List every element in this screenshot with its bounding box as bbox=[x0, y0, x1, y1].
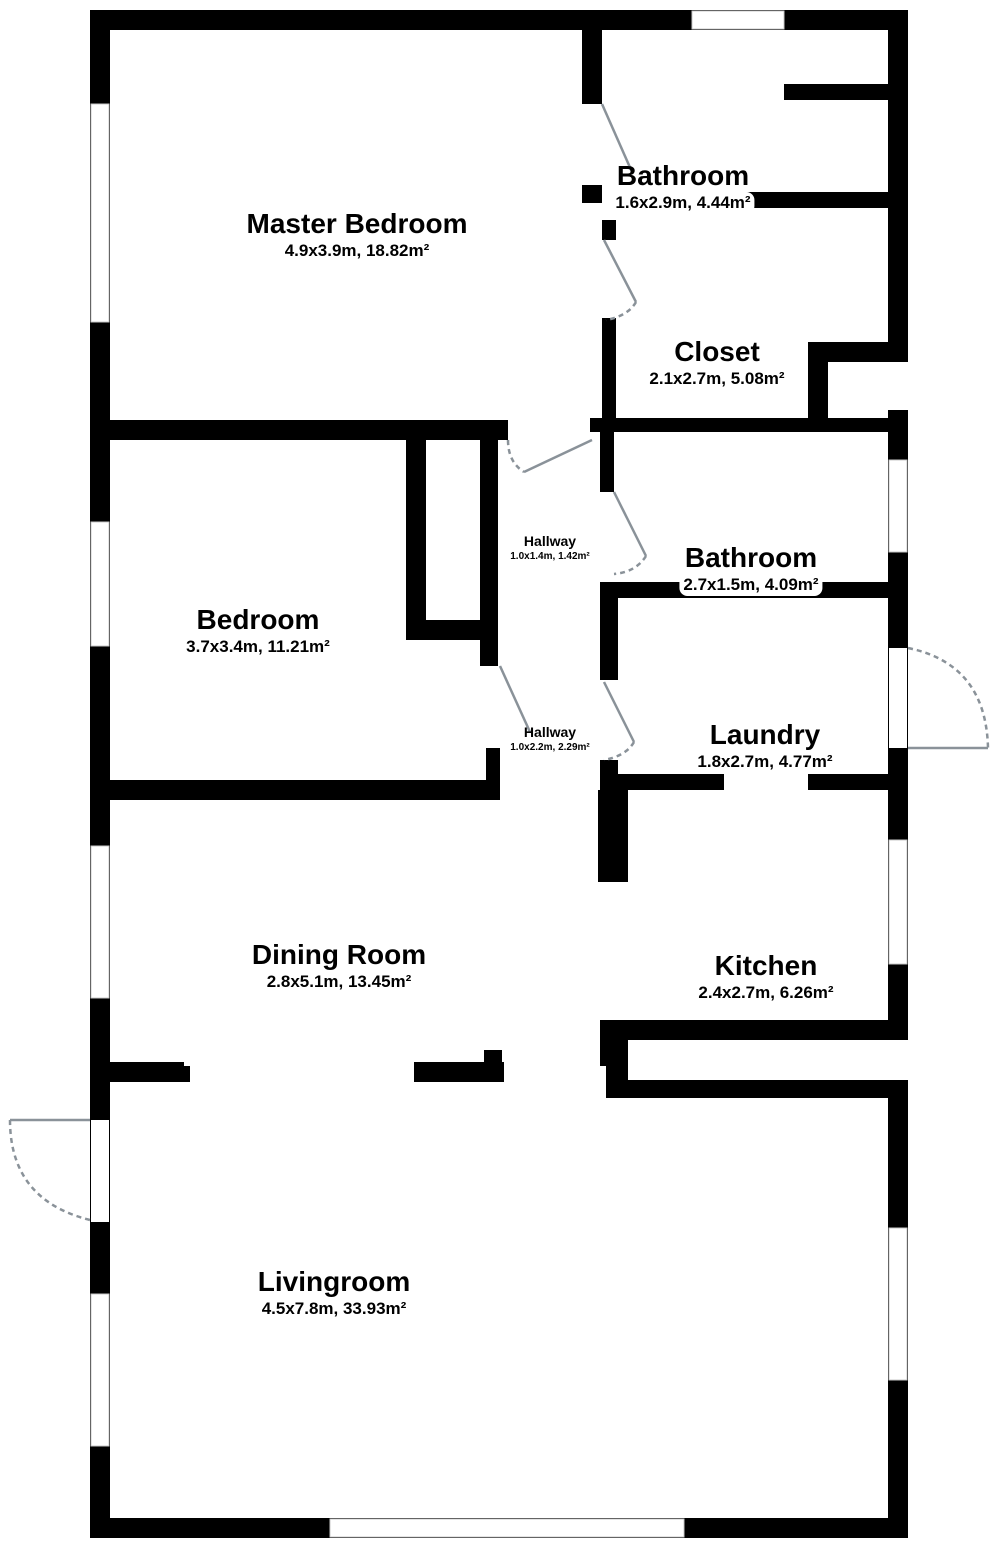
wall-laundry-left bbox=[600, 598, 618, 680]
wall-bedroom-closet-right bbox=[480, 432, 498, 666]
walls bbox=[90, 10, 908, 1538]
room-hallway-2: Hallway 1.0x2.2m, 2.29m² bbox=[508, 723, 592, 754]
door-laundry bbox=[602, 681, 636, 743]
wall-dining-stub-left bbox=[90, 1062, 184, 1082]
door-bath2-swing bbox=[613, 555, 648, 576]
door-front-swing bbox=[8, 1119, 91, 1222]
door-closet bbox=[602, 239, 638, 303]
window-living-door-opening bbox=[91, 1120, 109, 1222]
window-kitchen-right bbox=[888, 839, 908, 965]
room-name: Bedroom bbox=[196, 604, 320, 635]
room-name: Bathroom bbox=[616, 160, 750, 191]
wall-kitchen-pillar bbox=[598, 790, 628, 882]
room-kitchen: Kitchen 2.4x2.7m, 6.26m² bbox=[698, 950, 833, 1004]
wall-laundry-bottom-left bbox=[600, 774, 724, 790]
windows bbox=[90, 10, 908, 1538]
room-livingroom: Livingroom 4.5x7.8m, 33.93m² bbox=[258, 1266, 410, 1320]
room-dining-room: Dining Room 2.8x5.1m, 13.45m² bbox=[252, 939, 426, 993]
window-laundry-door-opening bbox=[889, 648, 907, 748]
door-laundry-swing bbox=[603, 741, 636, 762]
wall-kitchen-bottom bbox=[600, 1020, 908, 1040]
wall-top bbox=[90, 10, 908, 30]
wall-bedroom-bottom bbox=[90, 780, 500, 800]
wall-right-upper bbox=[888, 10, 908, 362]
window-living-bottom bbox=[329, 1518, 685, 1538]
room-dims: 1.8x2.7m, 4.77m² bbox=[693, 751, 837, 773]
room-dims: 2.8x5.1m, 13.45m² bbox=[266, 972, 412, 991]
window-living-left bbox=[90, 1293, 110, 1447]
room-name: Closet bbox=[674, 336, 760, 367]
wall-living-top-right bbox=[606, 1080, 908, 1098]
window-master-left bbox=[90, 103, 110, 323]
room-hallway-1: Hallway 1.0x1.4m, 1.42m² bbox=[508, 532, 592, 563]
room-dims: 4.5x7.8m, 33.93m² bbox=[261, 1299, 407, 1318]
room-master-bedroom: Master Bedroom 4.9x3.9m, 18.82m² bbox=[247, 208, 468, 262]
wall-bath1-shelf bbox=[784, 84, 908, 100]
room-laundry: Laundry 1.8x2.7m, 4.77m² bbox=[693, 719, 837, 773]
room-dims: 2.4x2.7m, 6.26m² bbox=[698, 983, 834, 1002]
wall-closet-notch-side bbox=[808, 342, 828, 422]
wall-closet-bottom bbox=[590, 418, 908, 432]
room-dims: 1.0x1.4m, 1.42m² bbox=[508, 550, 592, 563]
room-dims: 2.1x2.7m, 5.08m² bbox=[649, 369, 785, 388]
door-exterior-laundry-swing bbox=[907, 646, 990, 749]
door-master bbox=[523, 438, 593, 474]
wall-master-bath-divider-top bbox=[582, 10, 602, 104]
door-closet-swing bbox=[605, 301, 638, 322]
room-name: Hallway bbox=[523, 724, 577, 740]
wall-laundry-bottom-right bbox=[808, 774, 908, 790]
room-dims: 4.9x3.9m, 18.82m² bbox=[284, 241, 430, 260]
wall-closet-stub bbox=[602, 220, 616, 240]
room-dims: 1.0x2.2m, 2.29m² bbox=[508, 741, 592, 754]
room-bathroom-2: Bathroom 2.7x1.5m, 4.09m² bbox=[679, 542, 823, 596]
window-bath2-right bbox=[888, 459, 908, 553]
room-bedroom: Bedroom 3.7x3.4m, 11.21m² bbox=[186, 604, 330, 658]
wall-dining-stub-left-lip bbox=[176, 1066, 190, 1082]
wall-closet-notch bbox=[808, 342, 908, 362]
room-name: Livingroom bbox=[257, 1266, 411, 1297]
room-dims: 1.6x2.9m, 4.44m² bbox=[611, 192, 755, 214]
room-name: Hallway bbox=[523, 533, 577, 549]
room-bathroom-1: Bathroom 1.6x2.9m, 4.44m² bbox=[611, 160, 755, 214]
wall-master-bottom bbox=[90, 420, 508, 440]
room-name: Bathroom bbox=[684, 542, 818, 573]
room-dims: 2.7x1.5m, 4.09m² bbox=[679, 574, 823, 596]
room-closet: Closet 2.1x2.7m, 5.08m² bbox=[649, 336, 784, 390]
wall-bedroom-bottom-stub bbox=[486, 748, 500, 800]
door-bath1 bbox=[600, 103, 634, 173]
window-dining-left bbox=[90, 845, 110, 999]
room-name: Laundry bbox=[709, 719, 821, 750]
door-master-swing bbox=[506, 439, 525, 474]
window-bath1-top bbox=[691, 10, 785, 30]
wall-bedroom-closet-left bbox=[406, 432, 426, 640]
door-bedroom bbox=[498, 665, 532, 733]
door-bath2 bbox=[612, 491, 648, 557]
room-dims: 3.7x3.4m, 11.21m² bbox=[186, 637, 330, 656]
room-name: Master Bedroom bbox=[246, 208, 468, 239]
wall-bath1-stub bbox=[582, 185, 602, 203]
wall-dining-stub-right-post bbox=[484, 1050, 502, 1070]
room-name: Kitchen bbox=[714, 950, 818, 981]
wall-closet-left bbox=[602, 318, 616, 430]
wall-bath1-closet-divider bbox=[722, 192, 908, 208]
doors bbox=[8, 103, 990, 1222]
room-name: Dining Room bbox=[251, 939, 427, 970]
wall-bedroom-closet-bottom bbox=[406, 620, 496, 640]
window-living-right bbox=[888, 1227, 908, 1381]
wall-bath2-left-top bbox=[600, 432, 614, 492]
wall-dining-stub-right bbox=[414, 1062, 504, 1082]
window-bedroom-left bbox=[90, 521, 110, 647]
